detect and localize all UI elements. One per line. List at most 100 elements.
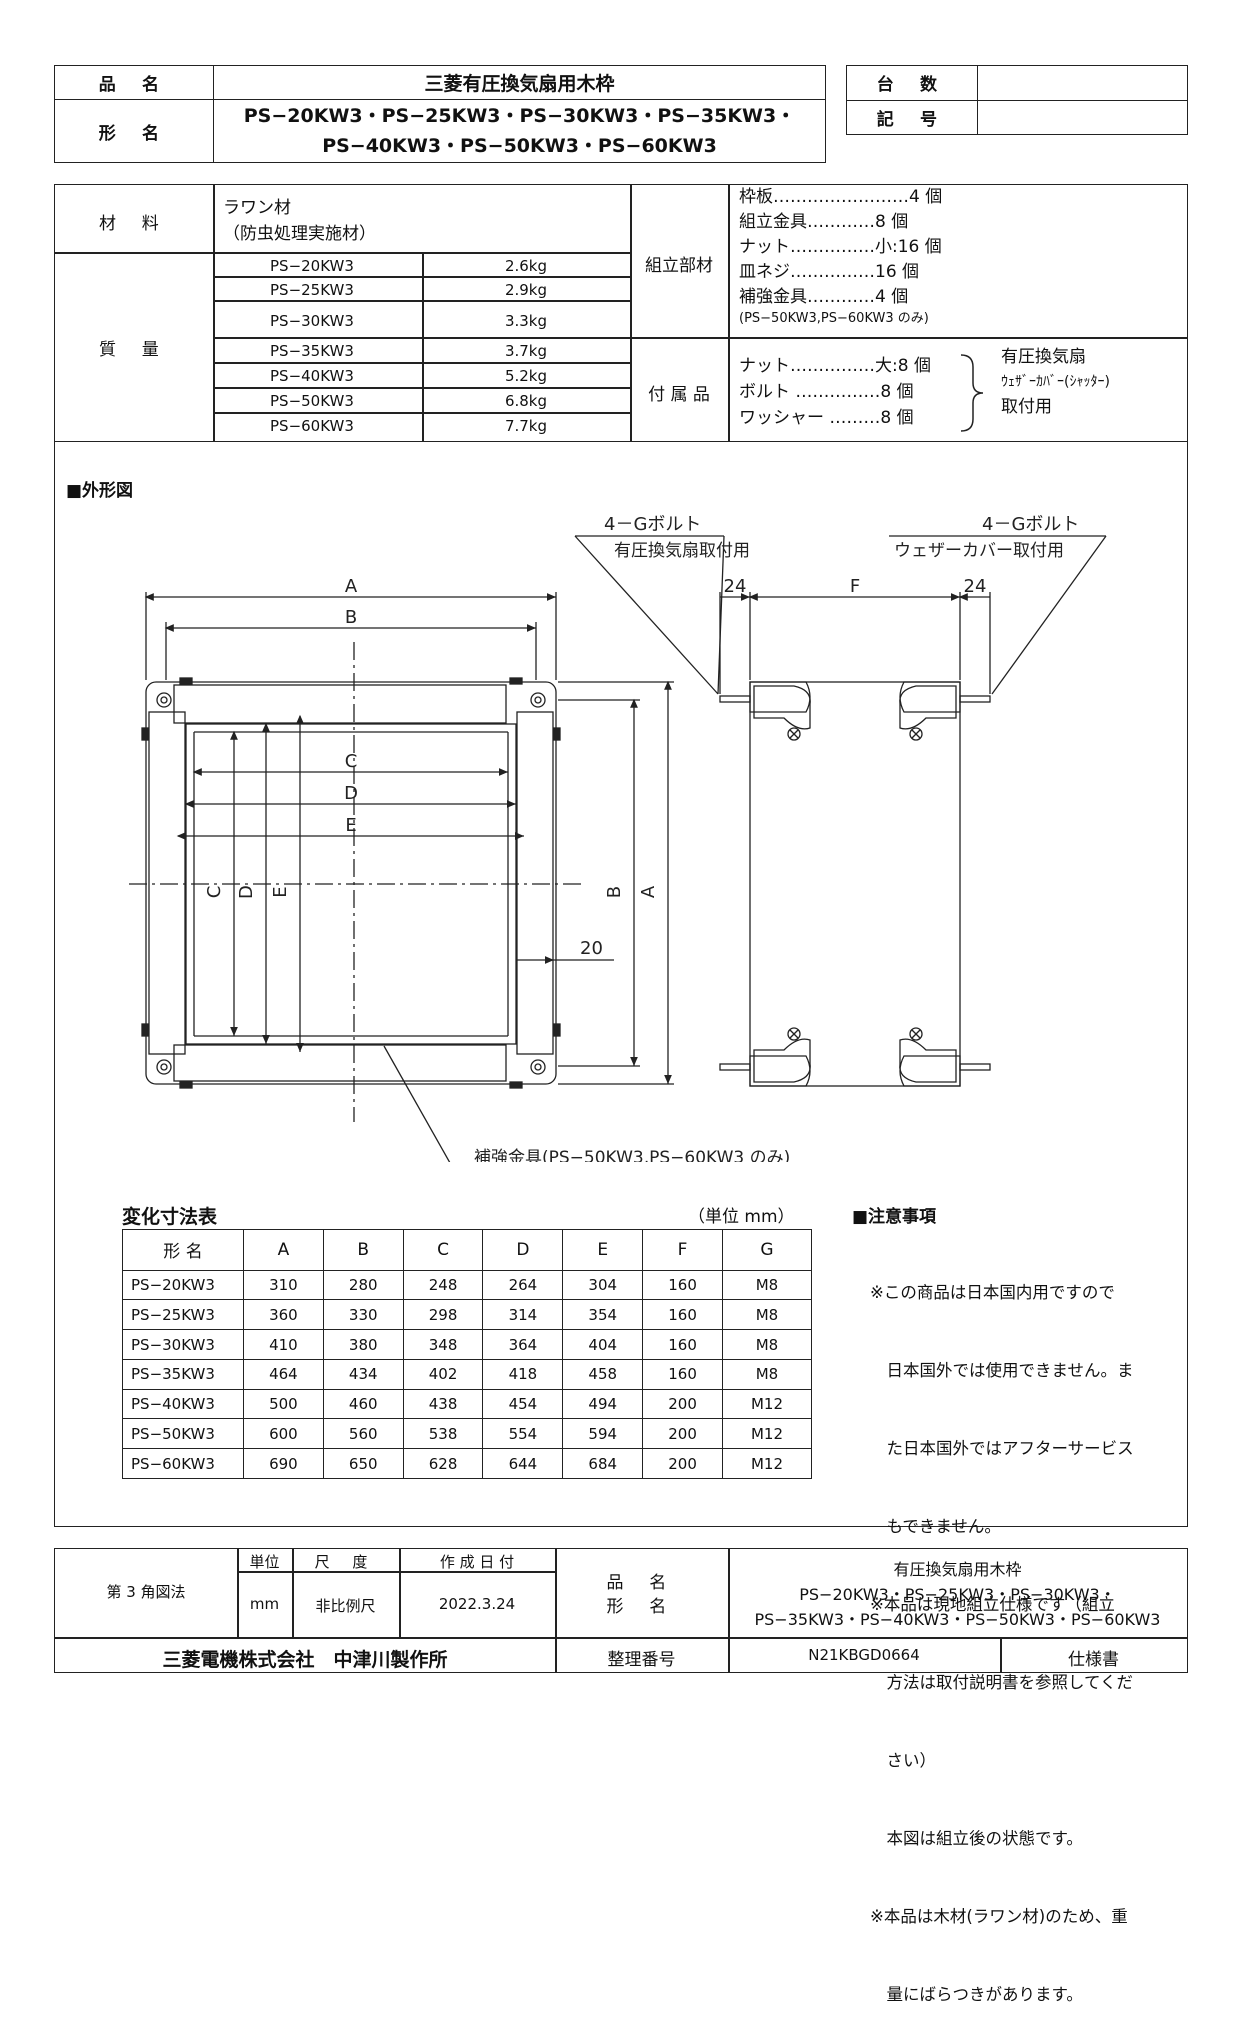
table-cell: 304 bbox=[562, 1269, 644, 1301]
outline-drawing: A B C D E C D E B A 20 24 F 24 4－Gボルト 有圧… bbox=[129, 514, 1107, 1162]
qty-value[interactable] bbox=[977, 65, 1188, 101]
bolt-right-sub: ウェザーカバー取付用 bbox=[894, 541, 1064, 561]
unit-value: mm bbox=[249, 1595, 280, 1613]
product-label-text: 品 名 bbox=[98, 75, 170, 95]
mass-value-5: 6.8kg bbox=[504, 392, 548, 410]
scale-label-text: 尺 度 bbox=[314, 1553, 377, 1571]
mass-model-2: PS−30KW3 bbox=[270, 312, 354, 330]
spec-block: 材 料 ラワン材 （防虫処理実施材） 質 量 PS−20KW3 2.6kg PS… bbox=[54, 184, 1188, 442]
dimension-table: 形 名 A B C D E F G PS−20KW3 310 280 248 2… bbox=[122, 1229, 813, 1479]
assembly-label: 組立部材 bbox=[645, 256, 713, 276]
table-cell: 248 bbox=[402, 1269, 484, 1301]
qty-label-text: 台 数 bbox=[876, 75, 948, 96]
table-cell: 538 bbox=[402, 1418, 484, 1450]
table-cell: M12 bbox=[721, 1448, 813, 1479]
dim-F-label: F bbox=[850, 576, 860, 597]
note-line: 本図は組立後の状態です。 bbox=[870, 1829, 1083, 1848]
date-value: 2022.3.24 bbox=[438, 1595, 516, 1613]
table-row: PS−25KW3 360 330 298 314 354 160 M8 bbox=[122, 1299, 813, 1331]
table-cell: 684 bbox=[562, 1448, 644, 1479]
mass-model-0: PS−20KW3 bbox=[270, 257, 354, 275]
scale-value: 非比例尺 bbox=[315, 1597, 376, 1615]
table-cell: PS−30KW3 bbox=[122, 1329, 244, 1360]
footer-model-label: 形 名 bbox=[606, 1597, 677, 1617]
table-cell: 404 bbox=[562, 1329, 644, 1360]
table-header: F bbox=[642, 1229, 723, 1271]
table-cell: PS−40KW3 bbox=[122, 1388, 244, 1420]
date-label: 作 成 日 付 bbox=[439, 1553, 515, 1571]
model-line-1: PS−20KW3・PS−25KW3・PS−30KW3・PS−35KW3・ bbox=[243, 105, 796, 127]
footer-product-model-labels: 品 名 形 名 bbox=[555, 1571, 728, 1619]
table-cell: 438 bbox=[402, 1388, 484, 1420]
table-header: 形 名 bbox=[122, 1229, 244, 1271]
mark-value[interactable] bbox=[977, 99, 1188, 135]
table-row: PS−30KW3 410 380 348 364 404 160 M8 bbox=[122, 1329, 813, 1360]
accessory-item: ボルト ……………8 個 bbox=[739, 382, 914, 402]
header-table: 品 名 三菱有圧換気扇用木枠 形 名 PS−20KW3・PS−25KW3・PS−… bbox=[54, 65, 826, 163]
accessory-brace bbox=[960, 354, 984, 432]
table-row: PS−50KW3 600 560 538 554 594 200 M12 bbox=[122, 1418, 813, 1450]
table-cell: 494 bbox=[562, 1388, 644, 1420]
material-line-2: （防虫処理実施材） bbox=[223, 224, 376, 244]
model-line-2: PS−40KW3・PS−50KW3・PS−60KW3 bbox=[322, 135, 717, 157]
table-header: E bbox=[562, 1229, 644, 1271]
dimtable-title: 変化寸法表 bbox=[122, 1206, 218, 1228]
footer-product-label: 品 名 bbox=[606, 1573, 677, 1593]
note-line: 量にばらつきがあります。 bbox=[870, 1985, 1083, 2004]
accessory-item: ワッシャー ………8 個 bbox=[739, 408, 914, 428]
dim-B-label: B bbox=[345, 607, 357, 628]
table-cell: 330 bbox=[322, 1299, 404, 1331]
table-header: D bbox=[482, 1229, 564, 1271]
table-cell: 160 bbox=[642, 1329, 723, 1360]
accessory-note-line: 有圧換気扇 bbox=[1001, 347, 1086, 367]
assembly-item: 組立金具…………8 個 bbox=[739, 212, 909, 232]
mass-model-5: PS−50KW3 bbox=[270, 392, 354, 410]
note-line: 方法は取付説明書を参照してくだ bbox=[870, 1673, 1134, 1692]
table-header-row: 形 名 A B C D E F G bbox=[122, 1229, 813, 1271]
mass-value-6: 7.7kg bbox=[504, 417, 548, 435]
table-header: G bbox=[721, 1229, 813, 1271]
table-cell: 500 bbox=[243, 1388, 324, 1420]
mass-value-4: 5.2kg bbox=[504, 367, 548, 385]
table-cell: M12 bbox=[721, 1388, 813, 1420]
footer-name-line: 有圧換気扇用木枠 bbox=[893, 1560, 1022, 1579]
note-line: さい） bbox=[870, 1751, 937, 1770]
table-cell: 360 bbox=[243, 1299, 324, 1331]
table-cell: M12 bbox=[721, 1418, 813, 1450]
footer-product-name: 有圧換気扇用木枠 PS−20KW3・PS−25KW3・PS−30KW3・ PS−… bbox=[728, 1557, 1187, 1632]
mark-label: 記 号 bbox=[846, 99, 978, 135]
projection-method: 第 3 角図法 bbox=[106, 1583, 186, 1601]
note-line: ※本品は現地組立仕様です（組立 bbox=[870, 1595, 1115, 1614]
table-row: PS−35KW3 464 434 402 418 458 160 M8 bbox=[122, 1358, 813, 1390]
qty-table: 台 数 記 号 bbox=[846, 65, 1188, 135]
bolt-left-label: 4－Gボルト bbox=[604, 514, 701, 535]
table-cell: 418 bbox=[482, 1358, 564, 1390]
assembly-list: 枠板……………………4 個 組立金具…………8 個 ナット……………小:16 個… bbox=[739, 185, 942, 328]
table-cell: 298 bbox=[402, 1299, 484, 1331]
dim-C-vert-label: C bbox=[204, 886, 225, 899]
table-cell: 594 bbox=[562, 1418, 644, 1450]
qty-label: 台 数 bbox=[846, 65, 978, 101]
note-line: ※本品は木材(ラワン材)のため、重 bbox=[870, 1907, 1128, 1926]
table-cell: PS−50KW3 bbox=[122, 1418, 244, 1450]
mass-value-3: 3.7kg bbox=[504, 342, 548, 360]
accessory-note: 有圧換気扇 ｳｪｻﾞｰｶﾊﾞｰ(ｼｬｯﾀｰ) 取付用 bbox=[1001, 345, 1110, 420]
product-name: 三菱有圧換気扇用木枠 bbox=[213, 65, 826, 100]
table-cell: 380 bbox=[322, 1329, 404, 1360]
material-value: ラワン材 （防虫処理実施材） bbox=[223, 195, 376, 247]
dim-20-label: 20 bbox=[580, 938, 603, 959]
table-cell: M8 bbox=[721, 1299, 813, 1331]
table-cell: 434 bbox=[322, 1358, 404, 1390]
dim-E-label: E bbox=[345, 815, 356, 836]
table-cell: 402 bbox=[402, 1358, 484, 1390]
table-cell: PS−25KW3 bbox=[122, 1299, 244, 1331]
table-cell: 600 bbox=[243, 1418, 324, 1450]
table-cell: PS−35KW3 bbox=[122, 1358, 244, 1390]
table-row: PS−40KW3 500 460 438 454 494 200 M12 bbox=[122, 1388, 813, 1420]
reinforce-note: 補強金具(PS−50KW3,PS−60KW3 のみ) bbox=[474, 1148, 790, 1162]
note-line: もできません。 bbox=[870, 1517, 1001, 1536]
accessory-note-line: 取付用 bbox=[1001, 397, 1052, 417]
assembly-item-note: (PS−50KW3,PS−60KW3 のみ) bbox=[739, 311, 929, 326]
table-cell: 458 bbox=[562, 1358, 644, 1390]
model-label-text: 形 名 bbox=[98, 123, 170, 144]
